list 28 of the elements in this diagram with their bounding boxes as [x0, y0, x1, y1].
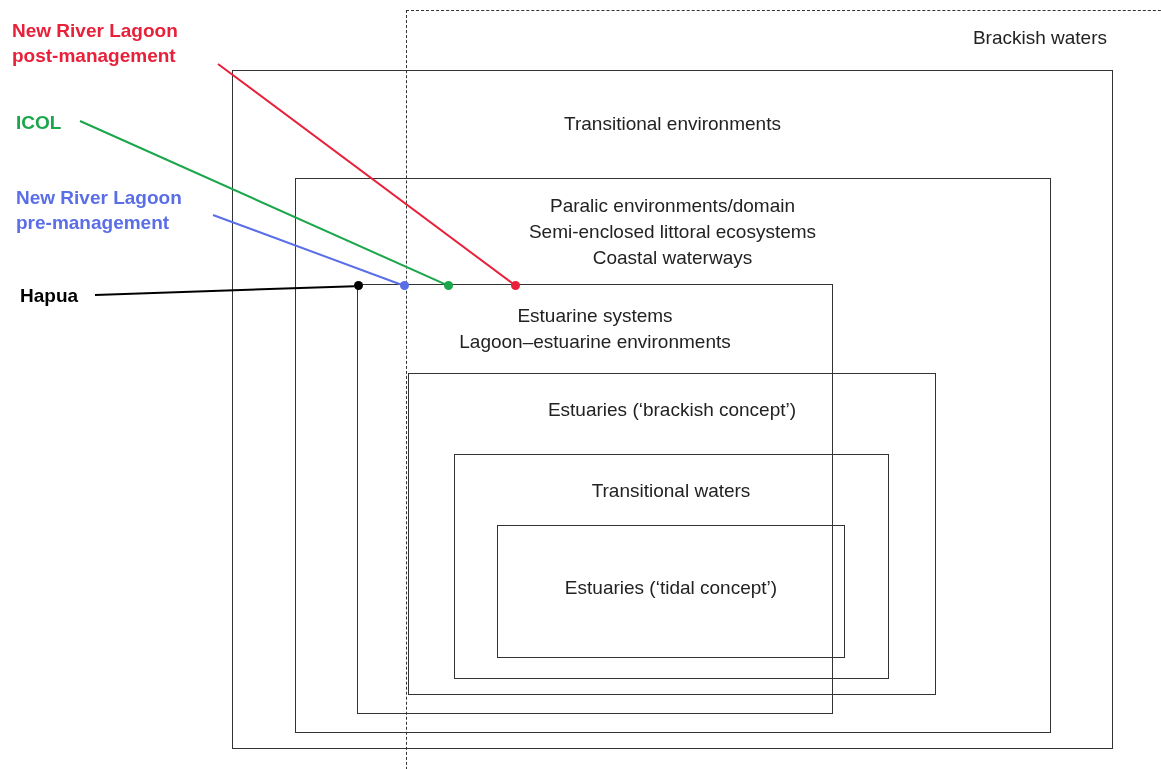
category-label: Lagoon–estuarine environments — [459, 330, 731, 354]
nested-box — [232, 70, 1113, 749]
category-label: Paralic environments/domain — [550, 193, 795, 218]
marker-dot — [510, 280, 520, 290]
marker-dot — [443, 280, 453, 290]
callout-label: Hapua — [20, 283, 100, 308]
leader-line — [217, 63, 514, 285]
callout-label: ICOL — [16, 110, 96, 135]
nested-box — [453, 453, 889, 679]
leader-line — [94, 285, 356, 296]
leader-line — [79, 120, 446, 286]
callout-label: New River Lagoon post-management — [12, 18, 222, 68]
category-label: Transitional environments — [564, 112, 781, 136]
callout-label: New River Lagoon pre-management — [16, 185, 201, 235]
category-label: Brackish waters — [972, 26, 1107, 50]
nested-box — [294, 177, 1051, 733]
category-label: Estuarine systems — [517, 304, 673, 328]
category-label: Semi-enclosed littoral ecosystems — [528, 219, 817, 244]
category-label: Estuaries (‘brackish concept’) — [547, 398, 797, 422]
marker-dot — [353, 280, 363, 290]
category-label: Estuaries (‘tidal concept’) — [564, 576, 778, 600]
category-label: Coastal waterways — [592, 245, 753, 270]
marker-dot — [399, 280, 409, 290]
nested-box — [357, 284, 833, 714]
nested-box — [408, 373, 936, 695]
category-label: Transitional waters — [591, 478, 751, 503]
nested-box — [497, 525, 845, 658]
leader-line — [212, 214, 402, 286]
